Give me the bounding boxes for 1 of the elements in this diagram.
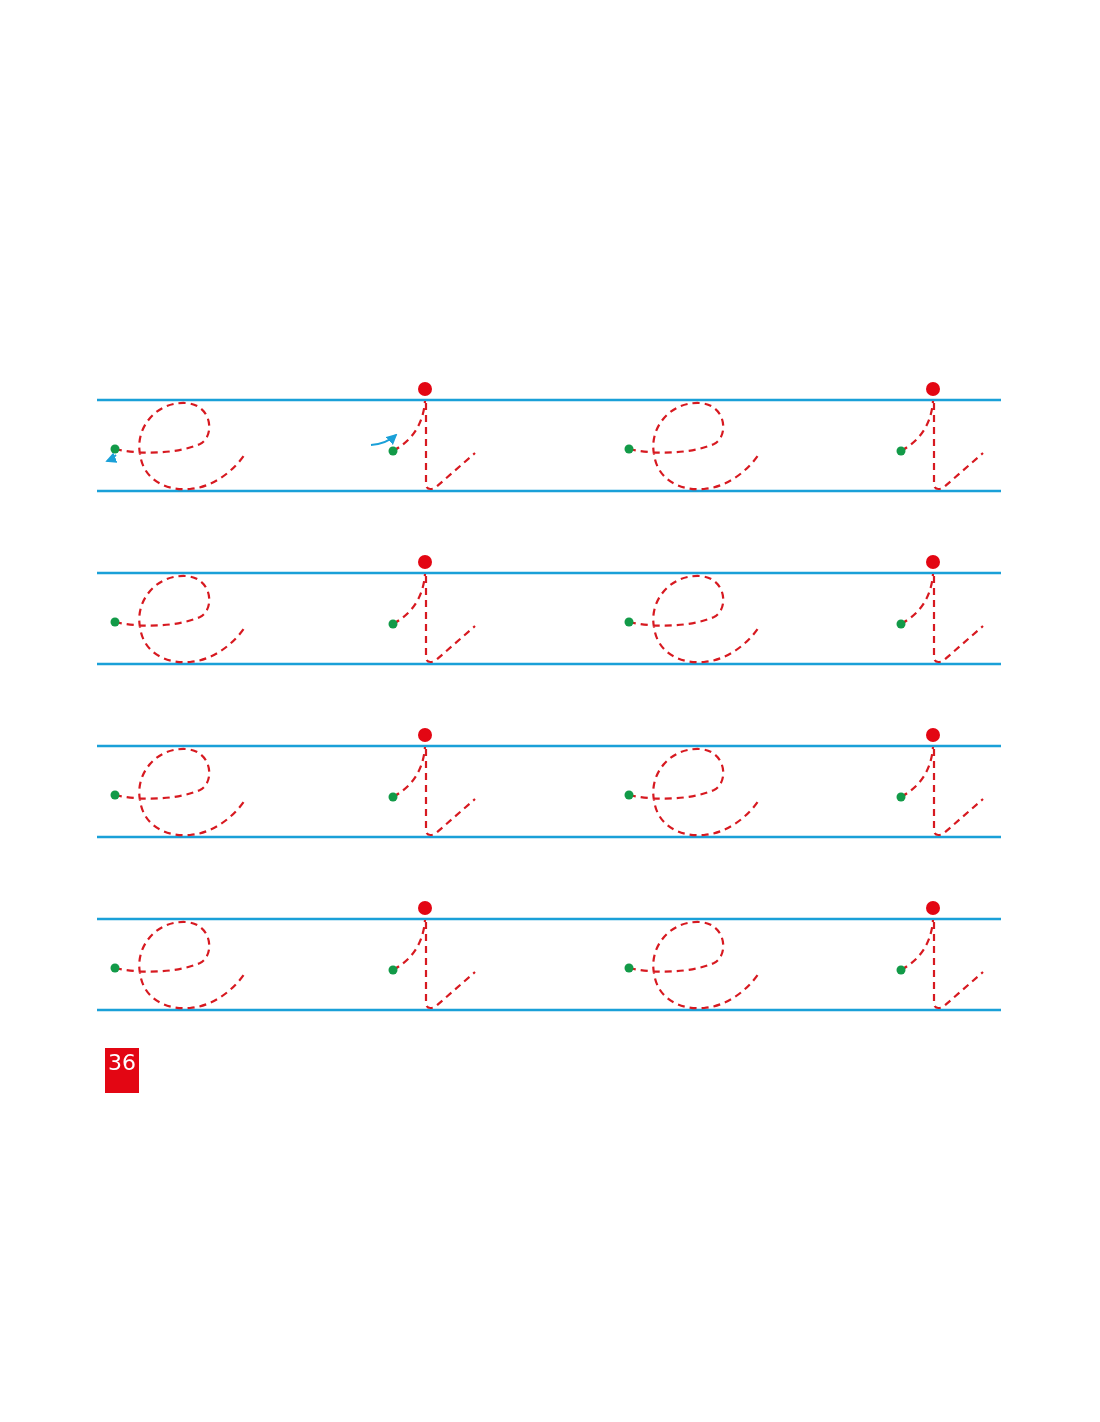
- page-number: 36: [105, 1048, 139, 1093]
